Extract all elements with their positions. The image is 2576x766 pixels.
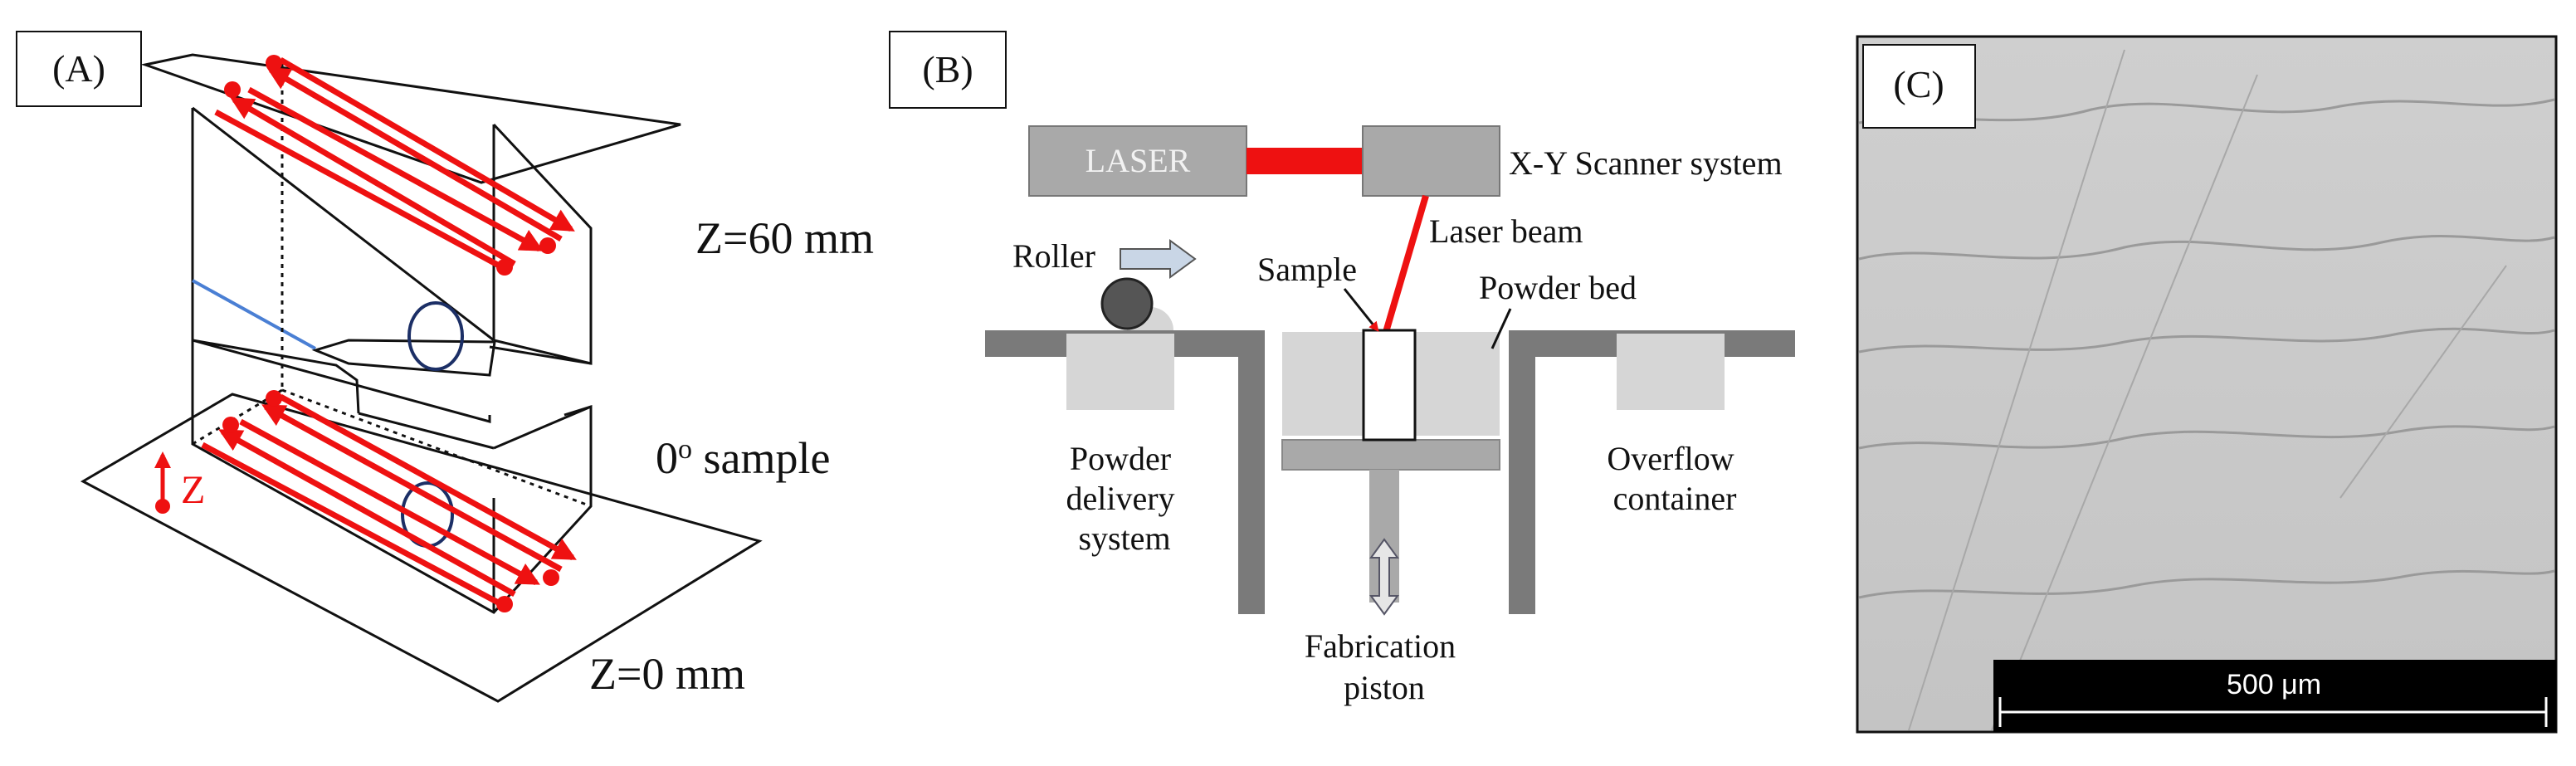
piston-line-2: piston bbox=[1344, 669, 1425, 706]
build-plate bbox=[1281, 439, 1500, 471]
upper-block-edges bbox=[191, 108, 592, 414]
piston-label: Fabrication piston bbox=[1305, 627, 1464, 706]
z-axis bbox=[154, 451, 171, 514]
panel-a: (A) bbox=[16, 31, 874, 703]
powder-delivery-box bbox=[1066, 334, 1174, 410]
sample-label-degree: o bbox=[678, 434, 692, 465]
overflow-box bbox=[1617, 334, 1725, 410]
roller-label: Roller bbox=[1012, 237, 1095, 275]
overflow-line-1: Overflow bbox=[1607, 440, 1734, 477]
scale-bar-label: 500 μm bbox=[2227, 669, 2321, 700]
laser-link bbox=[1247, 148, 1363, 174]
panel-c: (C) 500 μm bbox=[1856, 35, 2558, 734]
scan-dots-bottom bbox=[222, 390, 559, 612]
sample-box bbox=[1362, 329, 1417, 442]
panel-a-label: (A) bbox=[52, 47, 105, 90]
powder-delivery-label: Powder delivery system bbox=[1066, 440, 1183, 557]
overflow-line-2: container bbox=[1613, 480, 1737, 517]
region-circle-upper bbox=[407, 301, 464, 371]
laser-beam-label: Laser beam bbox=[1429, 212, 1583, 250]
panel-b-label-box bbox=[889, 31, 1007, 109]
sample-label-b: Sample bbox=[1257, 251, 1357, 288]
sample-label: 0o sample bbox=[656, 433, 830, 483]
powder-bed-label: Powder bed bbox=[1479, 269, 1637, 306]
sample-pointer bbox=[1343, 288, 1379, 332]
sample-label-prefix: 0 bbox=[656, 433, 678, 483]
melt-pool-boundaries bbox=[1858, 98, 2555, 599]
laser-beam bbox=[1383, 194, 1429, 334]
scan-lines-bottom bbox=[201, 393, 577, 607]
roller-arrow bbox=[1120, 239, 1197, 279]
laser-label: LASER bbox=[1086, 142, 1191, 179]
roller bbox=[1100, 277, 1154, 330]
piston-line-1: Fabrication bbox=[1305, 627, 1456, 665]
z-axis-label: Z bbox=[181, 468, 205, 512]
panel-c-label: (C) bbox=[1893, 63, 1944, 105]
scan-lines-top bbox=[214, 56, 575, 271]
sample-label-suffix: sample bbox=[692, 433, 830, 483]
upper-block bbox=[191, 106, 593, 423]
panel-c-label-box bbox=[1862, 44, 1976, 129]
scan-dots-top bbox=[224, 55, 556, 276]
powder-delivery-line-3: system bbox=[1078, 520, 1170, 557]
powder-delivery-line-1: Powder bbox=[1070, 440, 1171, 477]
scanner-label: X-Y Scanner system bbox=[1509, 144, 1783, 182]
notch bbox=[192, 279, 496, 377]
panel-b: (B) LASER X-Y Scanner system Laser beam … bbox=[889, 31, 1795, 706]
micrograph bbox=[1856, 35, 2558, 734]
scanner-box bbox=[1362, 125, 1500, 197]
overflow-label: Overflow container bbox=[1607, 440, 1742, 517]
scale-bar-background bbox=[1993, 660, 2556, 732]
panel-b-label: (B) bbox=[922, 48, 973, 90]
hidden-edges bbox=[192, 63, 592, 508]
z60-label: Z=60 mm bbox=[695, 213, 874, 263]
z0-label: Z=0 mm bbox=[589, 649, 745, 699]
top-plane bbox=[140, 53, 681, 184]
scale-bar bbox=[1998, 697, 2548, 727]
scratch-lines bbox=[1908, 49, 2507, 731]
bottom-plane bbox=[80, 393, 763, 703]
piston-arrow bbox=[1369, 538, 1399, 616]
panel-a-label-box bbox=[16, 31, 142, 107]
powder-delivery-line-2: delivery bbox=[1066, 480, 1174, 517]
powder-bed-pointer bbox=[1490, 308, 1512, 349]
